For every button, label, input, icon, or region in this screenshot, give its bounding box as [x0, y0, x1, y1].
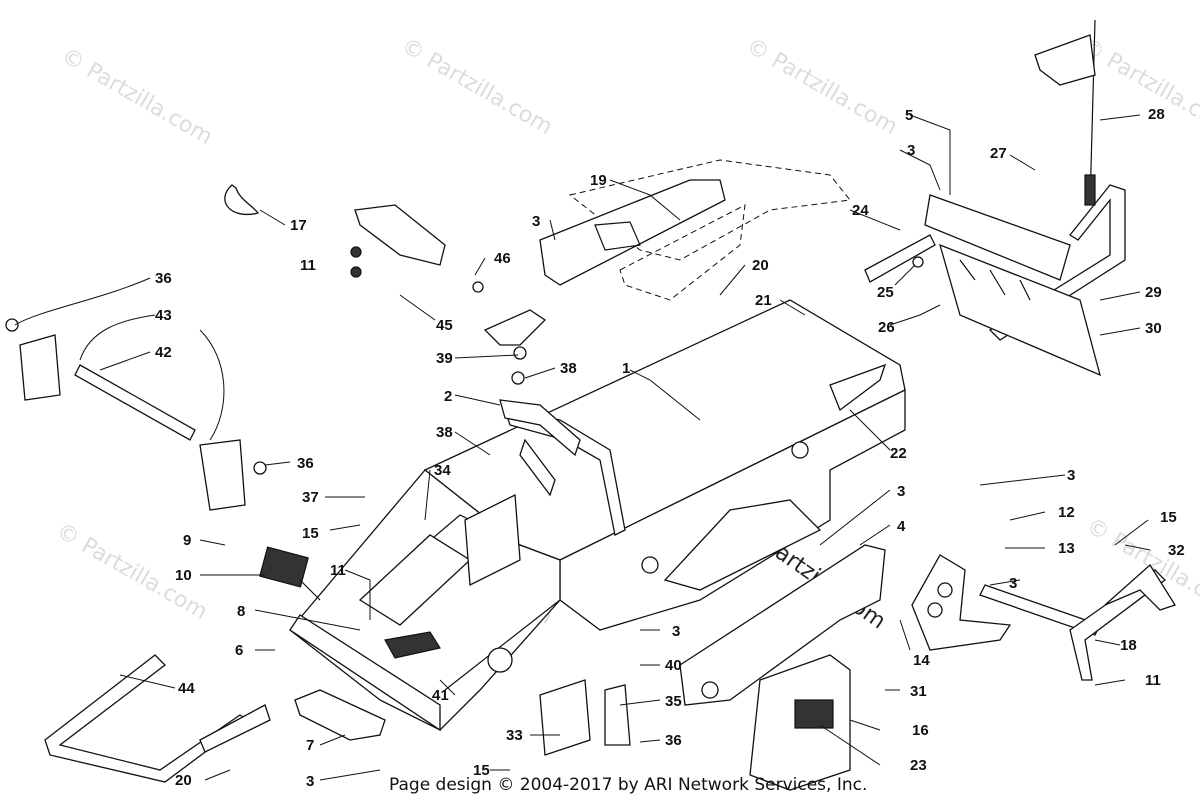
callout-43[interactable]: 43 — [155, 307, 172, 324]
watermark: © Partzilla.com — [397, 34, 557, 141]
upper-bracket — [350, 204, 484, 293]
safety-flag — [1034, 19, 1096, 206]
callout-12[interactable]: 12 — [1058, 504, 1075, 521]
callout-33[interactable]: 33 — [506, 727, 523, 744]
callout-20[interactable]: 20 — [175, 772, 192, 789]
left-bar-assembly — [5, 318, 267, 511]
watermark: © Partzilla.com — [1077, 34, 1200, 141]
callout-29[interactable]: 29 — [1145, 284, 1162, 301]
callout-46[interactable]: 46 — [494, 250, 511, 267]
callout-23[interactable]: 23 — [910, 757, 927, 774]
callout-30[interactable]: 30 — [1145, 320, 1162, 337]
callout-41[interactable]: 41 — [432, 687, 449, 704]
tunnel-cover — [539, 159, 851, 301]
callout-39[interactable]: 39 — [436, 350, 453, 367]
callout-2[interactable]: 2 — [444, 388, 452, 405]
callout-8[interactable]: 8 — [237, 603, 245, 620]
callout-11[interactable]: 11 — [1145, 672, 1161, 689]
lever-assembly — [979, 564, 1176, 681]
callout-37[interactable]: 37 — [302, 489, 319, 506]
side-panel — [679, 544, 886, 706]
callout-3[interactable]: 3 — [532, 213, 540, 230]
callout-3[interactable]: 3 — [897, 483, 905, 500]
tether — [483, 309, 547, 385]
callout-15[interactable]: 15 — [302, 525, 319, 542]
callout-3[interactable]: 3 — [1067, 467, 1075, 484]
callout-19[interactable]: 19 — [590, 172, 607, 189]
chassis-frame — [289, 299, 906, 732]
callout-labels: 1 2 3 3 3 3 3 3 3 4 5 6 7 8 9 10 11 11 1… — [155, 106, 1185, 790]
callout-15[interactable]: 15 — [473, 762, 490, 779]
callout-32[interactable]: 32 — [1168, 542, 1185, 559]
callout-3[interactable]: 3 — [306, 773, 314, 790]
callout-9[interactable]: 9 — [183, 532, 191, 549]
lower-bracket — [294, 689, 386, 741]
callout-1[interactable]: 1 — [622, 360, 630, 377]
callout-11[interactable]: 11 — [330, 562, 346, 579]
seat-support — [499, 399, 626, 536]
callout-16[interactable]: 16 — [912, 722, 929, 739]
callout-35[interactable]: 35 — [665, 693, 682, 710]
callout-44[interactable]: 44 — [178, 680, 195, 697]
footrest — [911, 554, 1012, 651]
callout-6[interactable]: 6 — [235, 642, 243, 659]
callout-11[interactable]: 11 — [300, 257, 316, 274]
callout-27[interactable]: 27 — [990, 145, 1007, 162]
callout-38[interactable]: 38 — [436, 424, 453, 441]
callout-17[interactable]: 17 — [290, 217, 307, 234]
callout-10[interactable]: 10 — [175, 567, 192, 584]
footer-credit: Page design © 2004-2017 by ARI Network S… — [389, 775, 868, 795]
callout-4[interactable]: 4 — [897, 518, 906, 535]
strap — [224, 184, 260, 216]
callout-45[interactable]: 45 — [436, 317, 453, 334]
callout-24[interactable]: 24 — [852, 202, 869, 219]
callout-18[interactable]: 18 — [1120, 637, 1137, 654]
callout-36[interactable]: 36 — [297, 455, 314, 472]
callout-42[interactable]: 42 — [155, 344, 172, 361]
callout-36[interactable]: 36 — [155, 270, 172, 287]
callout-26[interactable]: 26 — [878, 319, 895, 336]
watermark: © Partzilla.com — [1082, 514, 1200, 621]
side-brackets — [539, 679, 631, 756]
tail-light — [259, 546, 321, 601]
watermark: © Partzilla.com — [742, 34, 902, 141]
callout-20[interactable]: 20 — [752, 257, 769, 274]
callout-21[interactable]: 21 — [755, 292, 772, 309]
callout-3[interactable]: 3 — [907, 142, 915, 159]
callout-3[interactable]: 3 — [672, 623, 680, 640]
callout-31[interactable]: 31 — [910, 683, 927, 700]
callout-36[interactable]: 36 — [665, 732, 682, 749]
callout-15[interactable]: 15 — [1160, 509, 1177, 526]
callout-25[interactable]: 25 — [877, 284, 894, 301]
callout-22[interactable]: 22 — [890, 445, 907, 462]
callout-40[interactable]: 40 — [665, 657, 682, 674]
callout-28[interactable]: 28 — [1148, 106, 1165, 123]
rear-rack-assembly — [864, 184, 1126, 377]
callout-lines — [14, 114, 1151, 781]
callout-38[interactable]: 38 — [560, 360, 577, 377]
grab-bar — [44, 654, 271, 783]
callout-14[interactable]: 14 — [913, 652, 930, 669]
callout-34[interactable]: 34 — [434, 462, 451, 479]
callout-13[interactable]: 13 — [1058, 540, 1075, 557]
belt-cover — [749, 654, 851, 791]
callout-7[interactable]: 7 — [306, 737, 314, 754]
watermark: © Partzilla.com — [57, 44, 217, 151]
callout-3[interactable]: 3 — [1009, 575, 1017, 592]
callout-5[interactable]: 5 — [905, 107, 913, 124]
